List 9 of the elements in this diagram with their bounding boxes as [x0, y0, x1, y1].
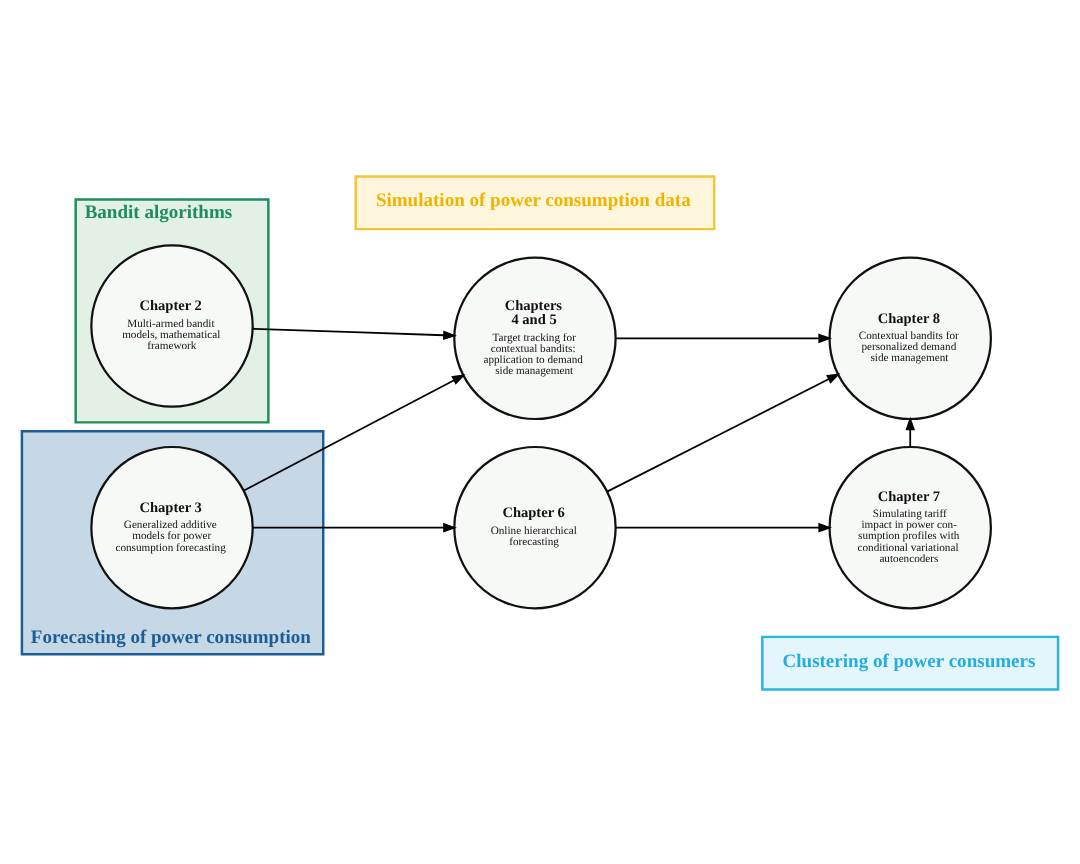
arrow	[243, 373, 466, 491]
node-box: Clustering of power consumers	[761, 634, 1060, 690]
arrow	[251, 326, 457, 340]
arrow	[251, 521, 457, 532]
node-box: Simulation of power consumption data	[354, 174, 716, 230]
arrow	[606, 372, 841, 492]
arrow	[614, 521, 833, 532]
arrow	[614, 332, 833, 343]
arrow	[905, 415, 915, 447]
